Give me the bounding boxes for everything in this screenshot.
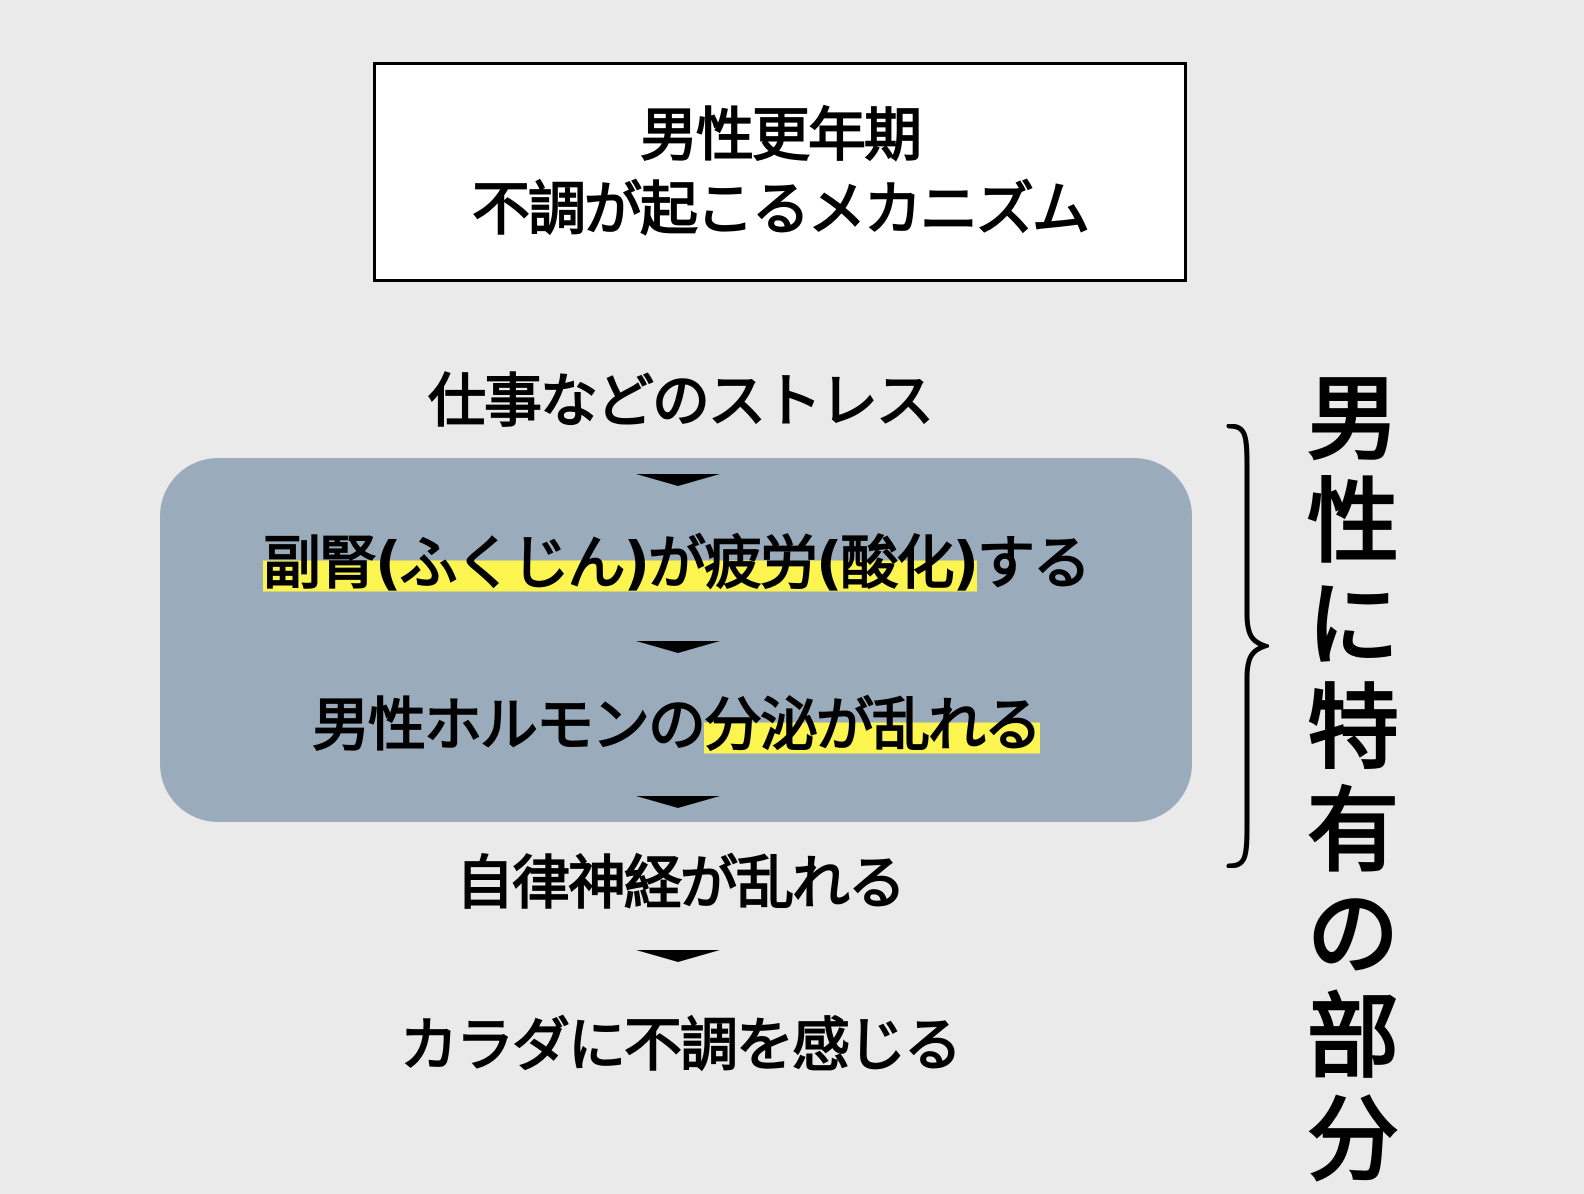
side-label-char: 分: [1306, 1087, 1399, 1194]
step-feel-unwell: カラダに不調を感じる: [399, 1011, 962, 1079]
male-specific-panel: [160, 458, 1192, 822]
step-adrenal-suffix: する: [977, 529, 1091, 597]
highlight-secretion-disrupted: 分泌が乱れる: [704, 691, 1042, 759]
down-arrow-icon: [636, 641, 720, 653]
title-line-1: 男性更年期: [639, 101, 922, 169]
down-arrow-icon: [636, 474, 720, 486]
curly-brace-icon: [1226, 424, 1269, 868]
step-work-stress: 仕事などのストレス: [427, 367, 934, 435]
side-label-char: に: [1306, 572, 1399, 679]
side-label-char: の: [1306, 881, 1399, 988]
side-label-char: 有: [1306, 778, 1399, 885]
step-hormone-prefix: 男性ホルモンの: [311, 691, 706, 759]
title-box: 男性更年期 不調が起こるメカニズム: [373, 62, 1187, 282]
side-label-char: 部: [1306, 984, 1399, 1091]
side-label-male-specific: 男 性 に 特 有 の 部 分: [1298, 368, 1408, 1192]
step-hormone-disruption: 男性ホルモンの分泌が乱れる: [160, 690, 1192, 760]
side-label-char: 性: [1306, 469, 1399, 576]
step-autonomic-disruption: 自律神経が乱れる: [455, 849, 906, 917]
down-arrow-icon: [636, 796, 720, 808]
step-adrenal-fatigue: 副腎(ふくじん)が疲労(酸化)する: [160, 528, 1192, 598]
side-label-char: 男: [1306, 366, 1399, 473]
highlight-adrenal-fatigue: 副腎(ふくじん)が疲労(酸化): [262, 529, 979, 597]
title-line-2: 不調が起こるメカニズム: [471, 175, 1090, 243]
down-arrow-icon: [636, 950, 720, 962]
side-label-char: 特: [1306, 675, 1399, 782]
